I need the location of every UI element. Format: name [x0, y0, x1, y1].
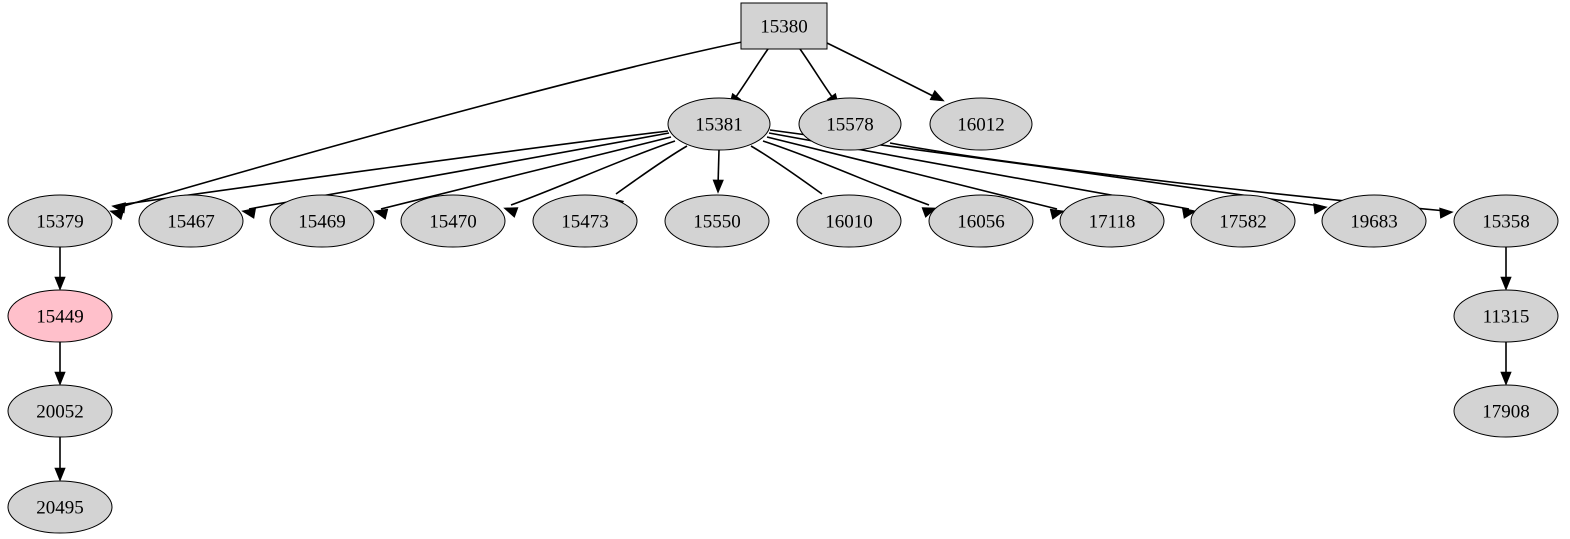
- edge-11315-to-17908: [1500, 342, 1512, 386]
- graph-node-15470[interactable]: 15470: [400, 194, 506, 248]
- graph-node-16010[interactable]: 16010: [796, 194, 902, 248]
- edge-line: [510, 140, 676, 206]
- edge-line: [766, 136, 1058, 210]
- edge-15381-to-17118: [766, 136, 1065, 220]
- node-ellipse-shape[interactable]: [1453, 194, 1559, 248]
- node-ellipse-shape[interactable]: [7, 194, 113, 248]
- edge-15381-to-15473: [609, 145, 688, 211]
- graph-node-11315[interactable]: 11315: [1453, 289, 1559, 343]
- graph-node-15467[interactable]: 15467: [138, 194, 244, 248]
- arrow-head-icon: [1313, 203, 1328, 215]
- arrow-head-icon: [1181, 207, 1197, 219]
- arrow-head-icon: [54, 467, 66, 482]
- node-ellipse-shape[interactable]: [929, 97, 1033, 151]
- edge-line: [750, 145, 823, 195]
- edge-15381-to-15469: [373, 136, 672, 220]
- arrow-head-icon: [109, 209, 125, 221]
- node-ellipse-shape[interactable]: [400, 194, 506, 248]
- graph-node-16056[interactable]: 16056: [928, 194, 1034, 248]
- arrow-head-icon: [503, 207, 519, 218]
- edge-line: [762, 140, 930, 206]
- graph-node-15473[interactable]: 15473: [532, 194, 638, 248]
- graph-node-16012[interactable]: 16012: [929, 97, 1033, 151]
- graph-node-15358[interactable]: 15358: [1453, 194, 1559, 248]
- edge-15381-to-16056: [762, 140, 937, 218]
- edge-15381-to-15470: [503, 140, 676, 218]
- arrow-head-icon: [373, 208, 389, 220]
- graph-node-20052[interactable]: 20052: [7, 384, 113, 438]
- edge-15358-to-11315: [1500, 247, 1512, 291]
- node-ellipse-shape[interactable]: [798, 97, 902, 151]
- graph-node-15380[interactable]: 15380: [740, 2, 828, 50]
- node-ellipse-shape[interactable]: [796, 194, 902, 248]
- arrow-head-icon: [111, 202, 126, 214]
- graph-node-15381[interactable]: 15381: [667, 97, 771, 151]
- arrow-head-icon: [241, 207, 257, 219]
- graph-node-15550[interactable]: 15550: [664, 194, 770, 248]
- graph-node-15379[interactable]: 15379: [7, 194, 113, 248]
- edge-line: [732, 48, 769, 102]
- edge-line: [118, 130, 669, 206]
- edge-line: [826, 42, 938, 99]
- node-ellipse-shape[interactable]: [1453, 384, 1559, 438]
- node-rect-shape[interactable]: [740, 2, 828, 50]
- graph-node-17118[interactable]: 17118: [1059, 194, 1165, 248]
- node-ellipse-shape[interactable]: [269, 194, 375, 248]
- arrow-head-icon: [921, 207, 937, 218]
- graph-node-17908[interactable]: 17908: [1453, 384, 1559, 438]
- node-ellipse-shape[interactable]: [667, 97, 771, 151]
- arrow-head-icon: [1049, 208, 1065, 220]
- node-ellipse-shape[interactable]: [138, 194, 244, 248]
- edge-15380-to-15379: [109, 41, 743, 221]
- arrow-head-icon: [1439, 207, 1454, 219]
- arrow-head-icon: [54, 371, 66, 386]
- arrow-head-icon: [54, 276, 66, 291]
- node-ellipse-shape[interactable]: [928, 194, 1034, 248]
- node-ellipse-shape[interactable]: [1190, 194, 1296, 248]
- edge-line: [116, 41, 743, 209]
- edge-line: [799, 48, 836, 102]
- edge-15381-to-15550: [712, 149, 724, 194]
- node-ellipse-shape[interactable]: [1453, 289, 1559, 343]
- graph-node-15469[interactable]: 15469: [269, 194, 375, 248]
- edge-line: [380, 136, 672, 210]
- arrow-head-icon: [929, 89, 945, 102]
- edge-20052-to-20495: [54, 437, 66, 482]
- edge-15379-to-15449: [54, 247, 66, 291]
- node-ellipse-shape[interactable]: [7, 289, 113, 343]
- node-ellipse-shape[interactable]: [7, 480, 113, 534]
- arrow-head-icon: [1500, 371, 1512, 386]
- graph-node-19683[interactable]: 19683: [1321, 194, 1427, 248]
- edges-layer: [54, 41, 1512, 482]
- nodes-layer: 15380 15381 15578 16012 15379 15467 15469 15470…: [7, 2, 1559, 534]
- arrow-head-icon: [712, 179, 724, 194]
- node-ellipse-shape[interactable]: [1059, 194, 1165, 248]
- edge-15380-to-16012: [826, 42, 945, 102]
- graph-node-15578[interactable]: 15578: [798, 97, 902, 151]
- node-ellipse-shape[interactable]: [7, 384, 113, 438]
- edge-line: [615, 145, 688, 195]
- node-ellipse-shape[interactable]: [532, 194, 638, 248]
- node-ellipse-shape[interactable]: [664, 194, 770, 248]
- node-ellipse-shape[interactable]: [1321, 194, 1427, 248]
- graph-node-15449[interactable]: 15449: [7, 289, 113, 343]
- graph-node-20495[interactable]: 20495: [7, 480, 113, 534]
- edge-15449-to-20052: [54, 342, 66, 386]
- arrow-head-icon: [1500, 276, 1512, 291]
- graph-node-17582[interactable]: 17582: [1190, 194, 1296, 248]
